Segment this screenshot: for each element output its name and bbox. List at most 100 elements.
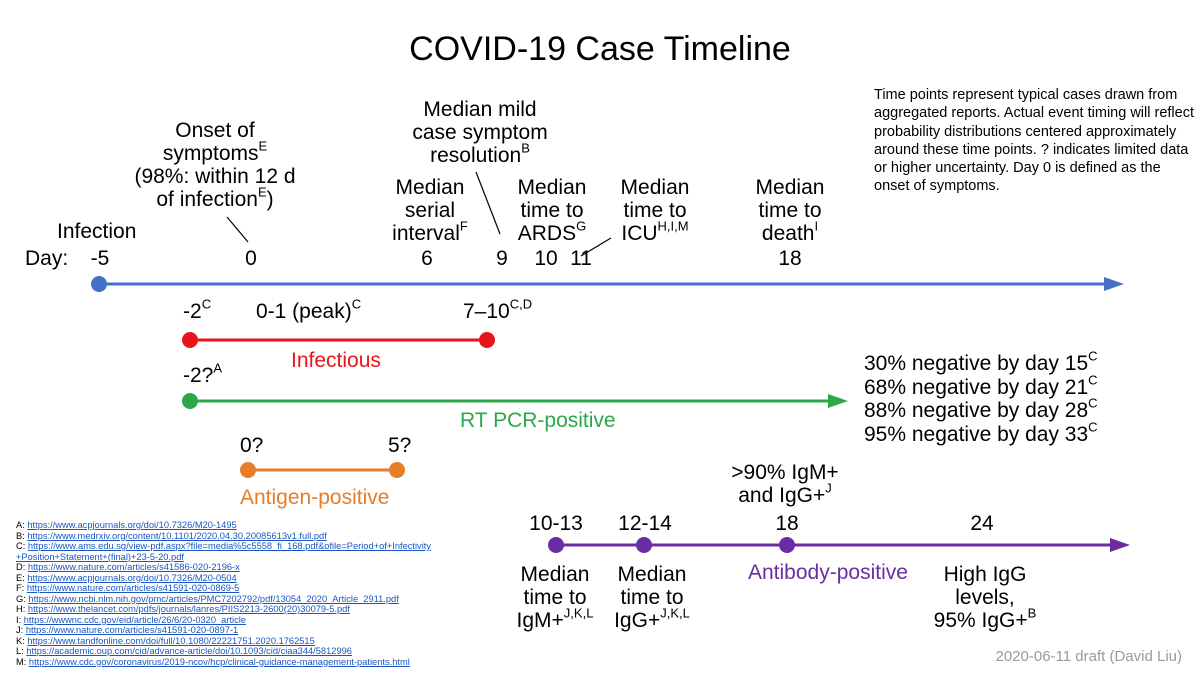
antibody-day-18: 18 (775, 512, 799, 535)
reference-item: E: https://www.acpjournals.org/doi/10.73… (16, 572, 237, 583)
reference-link[interactable]: https://www.nature.com/articles/s41591-0… (26, 583, 240, 593)
high-line-1: High IgG (943, 563, 1027, 586)
explanatory-note: Time points represent typical cases draw… (874, 87, 1194, 195)
icu-pointer-line (580, 237, 612, 257)
reference-link[interactable]: https://www.acpjournals.org/doi/10.7326/… (27, 572, 237, 583)
antibody-label: Antibody-positive (748, 561, 908, 584)
reference-item: M: https://www.cdc.gov/coronavirus/2019-… (16, 656, 410, 667)
day-tick-minus5: -5 (90, 247, 110, 270)
reference-item: L: https://academic.oup.com/cid/advance-… (16, 646, 352, 656)
reference-item: B: https://www.medrxiv.org/content/10.11… (16, 530, 327, 541)
reference-item: F: https://www.nature.com/articles/s4159… (16, 583, 240, 593)
main-timeline-arrowhead (1104, 277, 1124, 291)
infection-label: Infection (57, 220, 137, 243)
infectious-start-label: -2C (183, 296, 212, 323)
igg-line-2: time to (620, 586, 684, 609)
reference-link[interactable]: https://wwwnc.cdc.gov/eid/article/26/6/2… (23, 614, 246, 625)
antigen-end-label: 5? (388, 434, 412, 457)
icu-label: Median time to ICUH,I,M (595, 176, 715, 245)
antibody-day18-dot (779, 537, 795, 553)
antigen-start-label: 0? (240, 434, 264, 457)
serial-line-2: serial (404, 199, 456, 222)
pcr-negative-item: 95% negative by day 33C (864, 419, 1098, 446)
pcr-negative-item: 88% negative by day 28C (864, 395, 1098, 423)
day-tick-11: 11 (570, 247, 592, 270)
onset-line-2: symptomsE (162, 138, 268, 165)
onset-pointer-line (226, 216, 249, 243)
death-line-2: time to (758, 199, 822, 222)
antigen-label: Antigen-positive (240, 486, 390, 509)
reference-item: K: https://www.tandfonline.com/doi/full/… (16, 635, 315, 646)
antibody-arrowhead (1110, 538, 1130, 552)
high-line-2: levels, (955, 586, 1015, 609)
death-label: Median time to deathI (730, 176, 850, 245)
antigen-end-dot (389, 462, 405, 478)
reference-link[interactable]: https://www.thelancet.com/pdfs/journals/… (27, 604, 350, 614)
infectious-end-dot (479, 332, 495, 348)
pcr-start-dot (182, 393, 198, 409)
infectious-label: Infectious (291, 349, 381, 372)
mild-line-1: Median mild (423, 98, 537, 121)
median-igg-label: Median time to IgG+J,K,L (597, 563, 707, 632)
pcr-negative-item: 30% negative by day 15C (864, 348, 1098, 375)
reference-link[interactable]: +Position+Statement+(final)+23-5-20.pdf (16, 551, 184, 562)
igg-line-3: IgG+J,K,L (614, 605, 690, 632)
reference-link[interactable]: https://www.tandfonline.com/doi/full/10.… (27, 635, 315, 646)
page-title: COVID-19 Case Timeline (409, 30, 791, 68)
high-line-3: 95% IgG+B (933, 605, 1037, 632)
reference-item: H: https://www.thelancet.com/pdfs/journa… (16, 604, 350, 614)
antibody-day-igm: 10-13 (529, 512, 583, 535)
icu-line-3: ICUH,I,M (621, 218, 689, 245)
mild-line-3: resolutionB (430, 140, 530, 167)
infection-dot (91, 276, 107, 292)
draft-footer: 2020-06-11 draft (David Liu) (995, 648, 1183, 665)
mild-resolution-pointer-line (475, 171, 501, 235)
onset-label: Onset of symptomsE (98%: within 12 d of … (100, 119, 330, 211)
ards-line-3: ARDSG (517, 218, 587, 245)
reference-link[interactable]: https://www.medrxiv.org/content/10.1101/… (27, 530, 327, 541)
serial-line-1: Median (395, 176, 465, 199)
infectious-start-dot (182, 332, 198, 348)
serial-interval-label: Median serial intervalF (370, 176, 490, 245)
reference-item: A: https://www.acpjournals.org/doi/10.73… (16, 520, 237, 530)
reference-link[interactable]: https://www.cdc.gov/coronavirus/2019-nco… (28, 656, 410, 667)
igm-line-1: Median (520, 563, 590, 586)
reference-link[interactable]: https://www.nature.com/articles/s41586-0… (27, 562, 240, 572)
ards-line-1: Median (517, 176, 587, 199)
reference-item: D: https://www.nature.com/articles/s4158… (16, 562, 240, 572)
antibody-positive-note: >90% IgM+ and IgG+J (700, 461, 870, 507)
day-tick-10: 10 (534, 247, 558, 270)
icu-line-2: time to (623, 199, 687, 222)
mild-line-2: case symptom (412, 121, 548, 144)
reference-link[interactable]: https://www.ams.edu.sg/view-pdf.aspx?fil… (27, 541, 432, 551)
reference-item-continued: +Position+Statement+(final)+23-5-20.pdf (16, 552, 431, 563)
infectious-end-label: 7–10C,D (463, 296, 533, 323)
reference-link[interactable]: https://www.acpjournals.org/doi/10.7326/… (27, 520, 237, 530)
onset-line-1: Onset of (175, 119, 255, 142)
antigen-start-dot (240, 462, 256, 478)
reference-item: I: https://wwwnc.cdc.gov/eid/article/26/… (16, 614, 246, 625)
reference-link[interactable]: https://www.ncbi.nlm.nih.gov/pmc/article… (28, 593, 399, 604)
ards-label: Median time to ARDSG (492, 176, 612, 245)
igm-line-3: IgM+J,K,L (516, 605, 594, 632)
mild-resolution-label: Median mild case symptom resolutionB (380, 98, 580, 167)
reference-item: J: https://www.nature.com/articles/s4159… (16, 625, 239, 635)
pcr-negative-item: 68% negative by day 21C (864, 371, 1098, 399)
antibody-note-line-2: and IgG+J (738, 480, 832, 507)
antibody-day-24: 24 (970, 512, 994, 535)
pcr-start-label: -2?A (183, 360, 223, 387)
death-line-1: Median (755, 176, 825, 199)
igm-line-2: time to (523, 586, 587, 609)
reference-item: C: https://www.ams.edu.sg/view-pdf.aspx?… (16, 541, 432, 551)
median-igm-label: Median time to IgM+J,K,L (500, 563, 610, 632)
reference-link[interactable]: https://academic.oup.com/cid/advance-art… (26, 646, 352, 656)
reference-link[interactable]: https://www.nature.com/articles/s41591-0… (25, 625, 239, 635)
pcr-arrowhead (828, 394, 848, 408)
day-tick-6: 6 (421, 247, 433, 270)
icu-line-1: Median (620, 176, 690, 199)
igg-line-1: Median (617, 563, 687, 586)
day-tick-0: 0 (245, 247, 257, 270)
pcr-label: RT PCR-positive (460, 409, 616, 432)
antibody-igg-dot (636, 537, 652, 553)
